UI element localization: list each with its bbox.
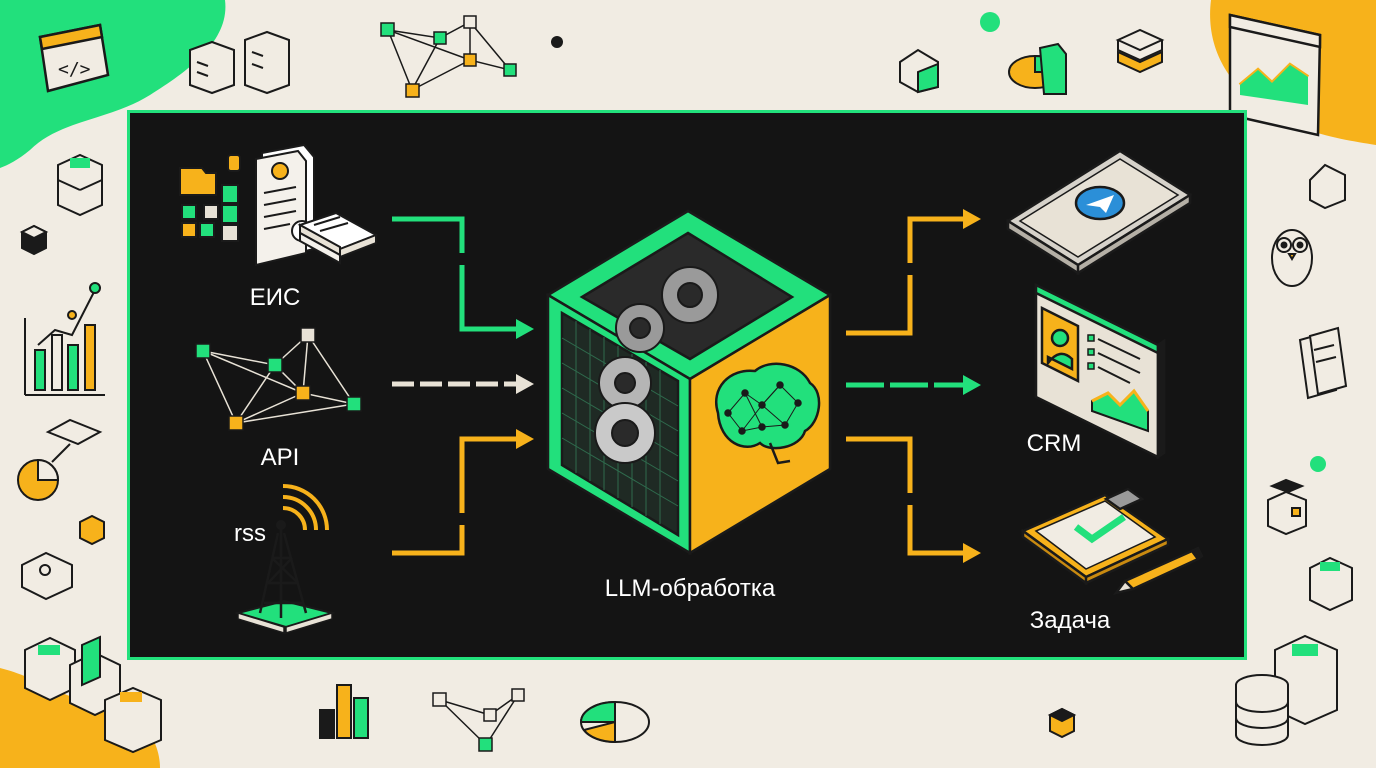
clipboard-check-icon bbox=[1020, 487, 1204, 596]
cube-icon bbox=[19, 224, 49, 256]
database-server-icon bbox=[1235, 634, 1338, 746]
output-label-task: Задача bbox=[1030, 607, 1111, 634]
server-stack-icon bbox=[189, 30, 290, 95]
documents-icon bbox=[179, 143, 379, 267]
network-graph-icon bbox=[432, 688, 525, 752]
safe-box-icon bbox=[21, 551, 73, 601]
server-rack-icon bbox=[1309, 556, 1353, 612]
cube-icon bbox=[79, 514, 105, 546]
telegram-phone-icon bbox=[1005, 149, 1193, 276]
diagram-panel: ЕИС API rss bbox=[127, 110, 1247, 660]
arrow-api-to-llm bbox=[392, 374, 534, 394]
arrow-eis-to-llm bbox=[392, 216, 534, 339]
pie-chart-icon bbox=[1008, 42, 1067, 95]
input-label-api: API bbox=[261, 444, 300, 471]
network-graph-icon bbox=[195, 327, 362, 431]
input-label-eis: ЕИС bbox=[250, 284, 301, 311]
isometric-blocks-icon bbox=[24, 635, 162, 754]
pie-lamp-icon bbox=[17, 418, 103, 501]
flow-diagram: ЕИС API rss bbox=[179, 143, 1204, 635]
house-block-icon bbox=[1309, 163, 1346, 210]
dot-icon bbox=[551, 36, 563, 48]
radio-tower-icon bbox=[234, 484, 336, 635]
output-label-crm: CRM bbox=[1027, 430, 1082, 457]
trend-window-icon bbox=[1228, 13, 1322, 137]
graduation-box-icon bbox=[1267, 478, 1307, 536]
pie-chart-icon bbox=[579, 700, 650, 744]
crm-dashboard-icon bbox=[1034, 282, 1166, 460]
cube-icon bbox=[1047, 707, 1077, 739]
processor-label: LLM-обработка bbox=[605, 575, 776, 602]
code-window-icon: </> bbox=[38, 23, 110, 93]
arrow-llm-to-crm bbox=[846, 375, 981, 395]
owl-icon bbox=[1271, 229, 1313, 287]
svg-text:</>: </> bbox=[58, 59, 91, 80]
dot-icon bbox=[1310, 456, 1326, 472]
brain-icon bbox=[715, 362, 821, 465]
input-label-rss: rss bbox=[234, 520, 266, 547]
bar-chart-icon bbox=[24, 282, 105, 396]
cube-brain-gears-icon bbox=[545, 209, 833, 556]
document-stack-icon bbox=[1298, 326, 1348, 400]
network-graph-icon bbox=[380, 15, 517, 98]
dot-icon bbox=[980, 12, 1000, 32]
server-rack-icon bbox=[57, 153, 103, 217]
bar-chart-icon bbox=[319, 684, 369, 739]
isometric-block-icon bbox=[899, 48, 939, 94]
layer-stack-icon bbox=[1115, 28, 1165, 74]
arrow-llm-to-telegram bbox=[846, 209, 981, 336]
arrow-llm-to-task bbox=[846, 436, 981, 563]
arrow-rss-to-llm bbox=[392, 429, 534, 556]
